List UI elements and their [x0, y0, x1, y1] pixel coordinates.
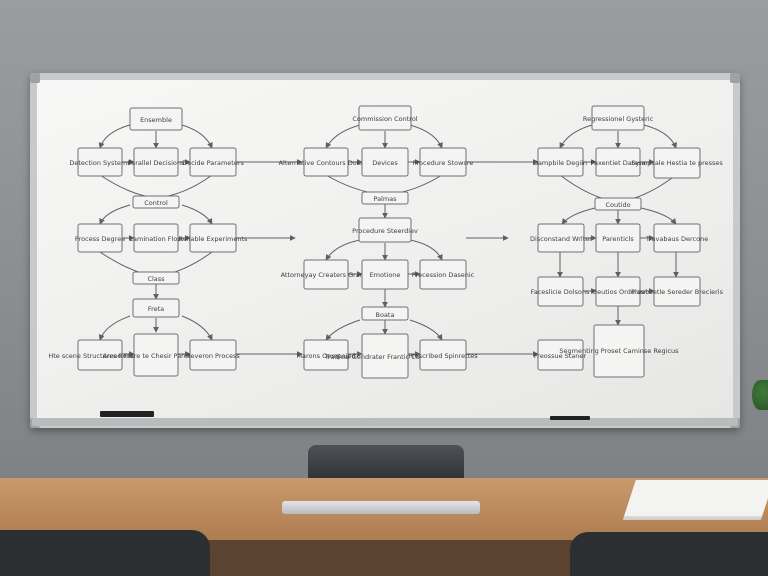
diagram-node: Hte scene Structures Readiness [48, 339, 152, 371]
diagram-node: Attorneyay Creaters Grands [281, 259, 372, 290]
node-label: Proabsetle Sereder Brecieris [631, 288, 724, 296]
chair-back [308, 445, 464, 481]
node-label: Decide Parameters [182, 159, 244, 167]
node-label: Disconstand Wrlter [530, 235, 592, 243]
diagram-node: Prescribed Spinrettes [408, 339, 478, 371]
node-label: Areon Frare te Chesir Parocopres [103, 352, 210, 360]
node-label: Parallel Decisions [128, 159, 185, 167]
diagram-node: Detection Systems [69, 147, 131, 177]
diagram-node: Decide Parameters [182, 147, 245, 177]
diagram-node: Tradical Gendrater Frantic Couterpee [324, 333, 445, 379]
laptop [282, 501, 480, 514]
node-label: Marons Oompaied [296, 352, 355, 360]
whiteboard-tray [32, 418, 738, 426]
node-label: Hte scene Structures Readiness [48, 352, 152, 360]
node-label: Alternative Contours Dosasts [279, 159, 374, 167]
diagram-node: Process Degree [75, 223, 125, 253]
marker-pen[interactable] [550, 416, 590, 420]
node-label: Commission Control [352, 115, 417, 123]
diagram-node: Freta [132, 298, 180, 318]
diagram-node: Lamination Flow [129, 223, 183, 253]
node-label: Freta [148, 305, 164, 313]
node-label: Reveron Process [186, 352, 240, 360]
diagram-node: Faceslicie Dolsons [531, 276, 590, 307]
node-label: Emotione [370, 271, 401, 279]
node-label: Paxentiet Daresa [590, 159, 645, 167]
diagram-node: Proabsetle Sereder Brecieris [631, 276, 724, 307]
diagram-node: Dampbile Degiin [533, 147, 587, 177]
paper-stack [624, 480, 768, 516]
diagram-node: Reveron Process [186, 339, 240, 371]
chair-left [0, 530, 210, 576]
diagram-nodes: Ensemble Detection Systems Parallel Deci… [48, 105, 724, 379]
diagram-node: Travabaus Dercone [645, 223, 708, 253]
diagram-node: Coutido [594, 197, 642, 211]
diagram-node: Control [132, 195, 180, 209]
diagram-node: Commission Control [352, 105, 418, 131]
diagram-node: Areon Frare te Chesir Parocopres [103, 333, 210, 377]
diagram-node: Boata [361, 306, 409, 321]
node-label: Coutido [605, 201, 630, 209]
node-label: Control [144, 199, 168, 207]
node-label: Dampbile Degiin [533, 159, 587, 167]
diagram-node: Synopsale Hestia te presses [631, 147, 723, 179]
diagram-node: Parenticls [595, 223, 641, 253]
node-label: Class [147, 275, 165, 283]
node-label: Precession Dasenic [412, 271, 475, 279]
node-label: Reliable Experiments [179, 235, 248, 243]
node-label: Faceslicie Dolsons [531, 288, 590, 296]
diagram-node: Parallel Decisions [128, 147, 185, 177]
plant [752, 380, 768, 410]
diagram-node: Procedure Stowsre [413, 147, 474, 177]
node-label: Prescribed Spinrettes [408, 352, 478, 360]
diagram-node: Emotione [361, 259, 409, 290]
node-label: Palmas [373, 195, 397, 203]
diagram-node: Paxentiet Daresa [590, 147, 646, 177]
node-label: Parenticls [602, 235, 634, 243]
chair-right [570, 532, 768, 576]
node-label: Segmenting Proset Caminse Regicus [559, 347, 679, 355]
node-label: Oeutios Ordelas [592, 288, 645, 296]
diagram-node: Palmas [361, 191, 409, 205]
frame-corner [30, 73, 40, 83]
diagram-node: Segmenting Proset Caminse Regicus [559, 324, 679, 378]
diagram-node: Precession Dasenic [412, 259, 475, 290]
node-label: Boata [376, 311, 395, 319]
diagram-node: Disconstand Wrlter [530, 223, 592, 253]
node-label: Detection Systems [69, 159, 131, 167]
diagram-node: Procedure Steerdiev [352, 217, 418, 243]
node-label: Process Degree [75, 235, 125, 243]
node-label: Freossue Staner [534, 352, 587, 360]
node-label: Synopsale Hestia te presses [631, 159, 723, 167]
diagram-node: Alternative Contours Dosasts [279, 147, 374, 177]
node-label: Procedure Steerdiev [352, 227, 418, 235]
node-label: Travabaus Dercone [645, 235, 708, 243]
frame-corner [730, 73, 740, 83]
diagram-node: Class [132, 271, 180, 285]
node-label: Devices [372, 159, 398, 167]
node-label: Procedure Stowsre [413, 159, 474, 167]
diagram-node: Devices [361, 147, 409, 177]
node-label: Regressionel Gysteric [583, 115, 654, 123]
node-label: Tradical Gendrater Frantic Couterpee [324, 353, 445, 361]
diagram-node: Ensemble [129, 107, 183, 131]
node-label: Attorneyay Creaters Grands [281, 271, 372, 279]
node-label: Ensemble [140, 116, 172, 124]
diagram-node: Regressionel Gysteric [583, 105, 654, 131]
diagram-node: Marons Oompaied [296, 339, 356, 371]
eraser[interactable] [100, 411, 154, 417]
diagram-node: Oeutios Ordelas [592, 276, 645, 307]
node-label: Lamination Flow [129, 235, 183, 243]
diagram-node: Freossue Staner [534, 339, 587, 371]
diagram-node: Reliable Experiments [179, 223, 248, 253]
